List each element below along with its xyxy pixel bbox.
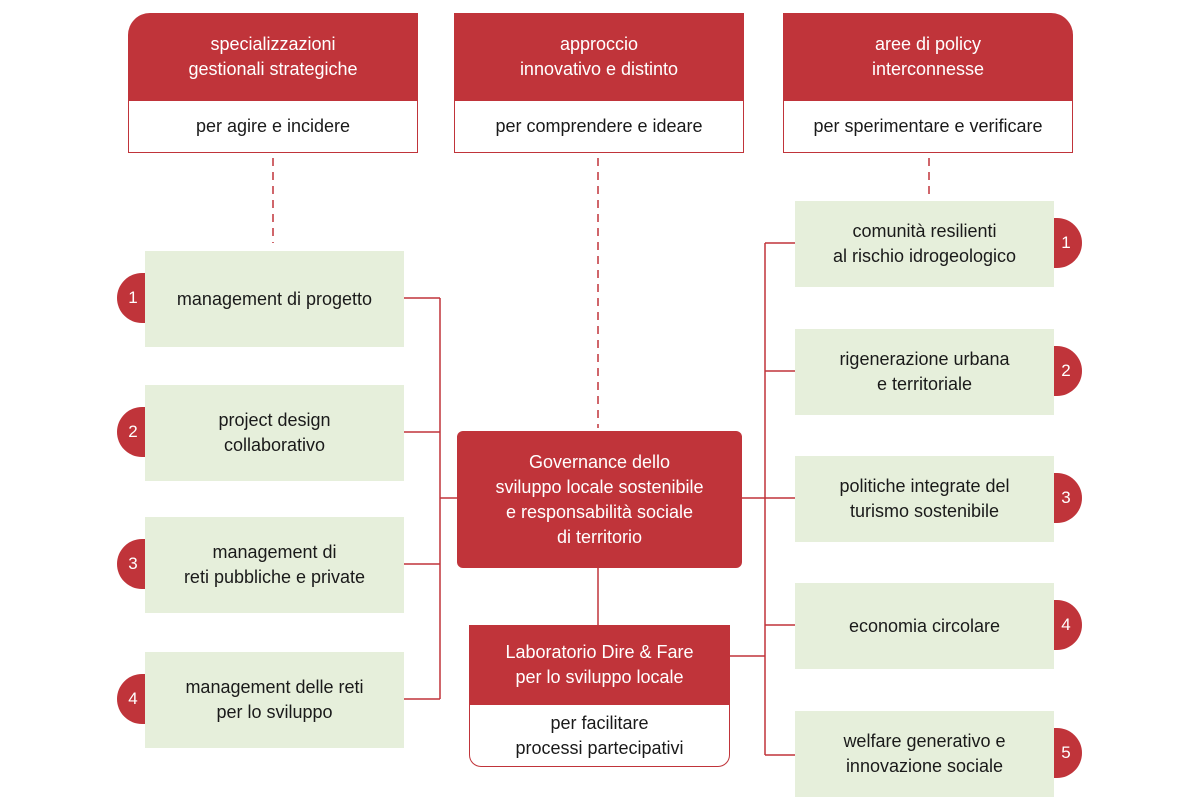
right-item-4: economia circolare xyxy=(795,583,1054,669)
governance-box: Governance dello sviluppo locale sosteni… xyxy=(457,431,742,568)
left-item-1-number: 1 xyxy=(117,273,145,323)
left-item-1: management di progetto xyxy=(145,251,404,347)
header-column-3-subtitle: per sperimentare e verificare xyxy=(783,101,1073,153)
header-column-2-subtitle: per comprendere e ideare xyxy=(454,101,744,153)
header-column-1-subtitle: per agire e incidere xyxy=(128,101,418,153)
